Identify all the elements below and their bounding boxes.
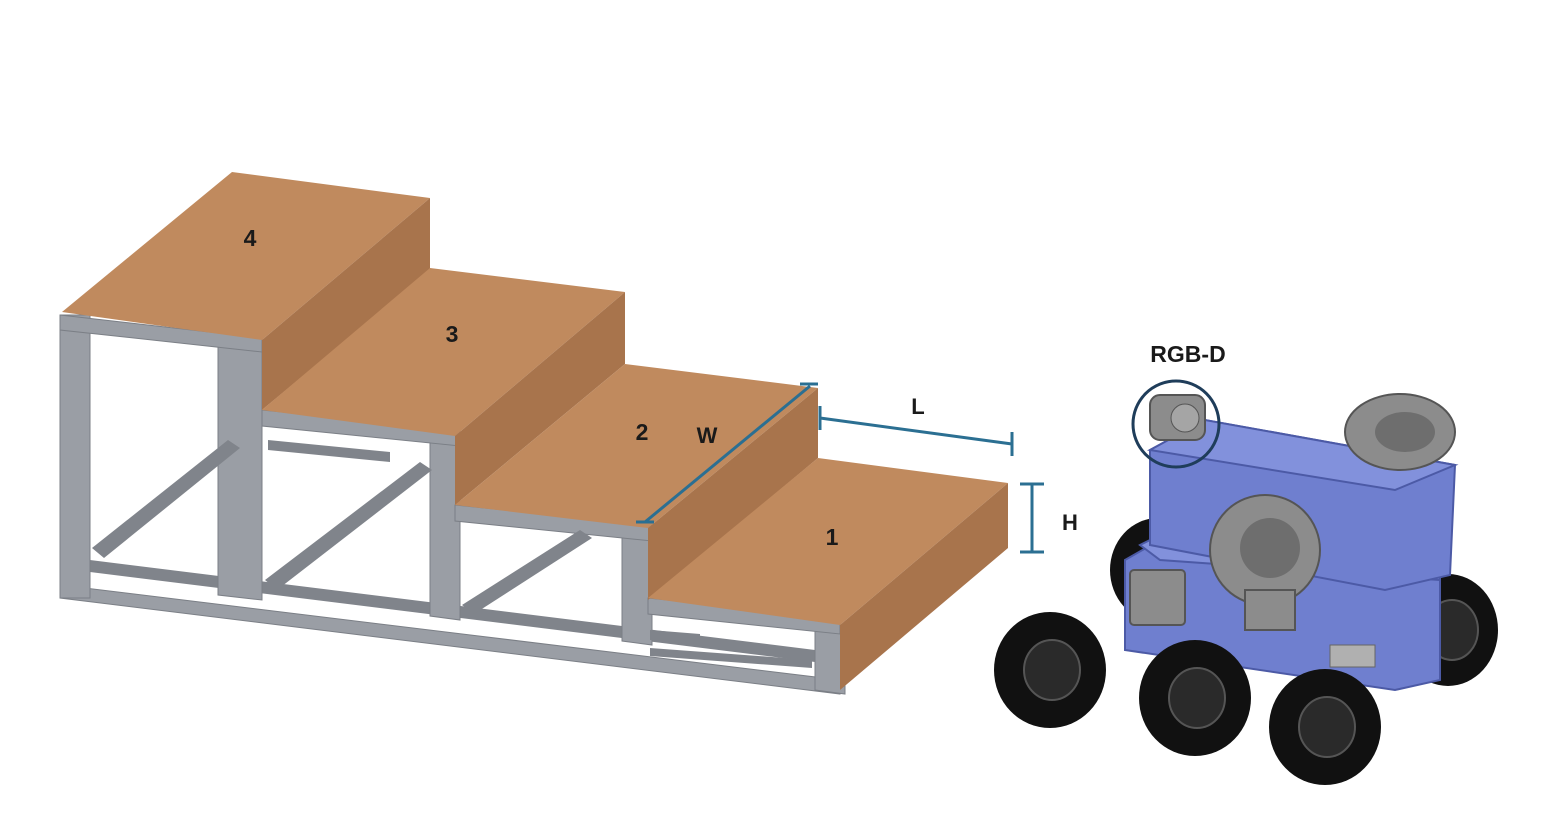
height-label: H	[1062, 510, 1078, 535]
camera-label: RGB-D	[1150, 341, 1225, 367]
staircase: 4 3 2 1	[59, 172, 1008, 695]
step-label-4: 4	[244, 225, 257, 251]
width-label: W	[697, 423, 718, 448]
step-label-1: 1	[826, 524, 839, 550]
step-1	[648, 458, 1008, 690]
length-dimension: L	[818, 394, 1014, 456]
front-arm-motor	[1209, 494, 1321, 631]
height-dimension: H	[1020, 482, 1078, 554]
rgbd-camera	[1149, 394, 1206, 441]
dimension-annotations: W L H	[636, 382, 1078, 554]
step-3	[262, 268, 625, 505]
length-label: L	[911, 394, 924, 419]
front-right-wheel	[1269, 669, 1381, 785]
rear-arm-motor	[1344, 393, 1456, 471]
steel-frame	[59, 314, 846, 695]
step-label-3: 3	[446, 321, 459, 347]
step-label-2: 2	[636, 419, 649, 445]
front-left-wheel	[994, 612, 1106, 728]
side-bracket	[1129, 569, 1376, 668]
robot: RGB-D	[994, 341, 1498, 785]
step-4	[62, 172, 430, 410]
step-2	[455, 364, 818, 600]
middle-wheel	[1139, 640, 1251, 756]
camera-highlight-circle	[1131, 379, 1221, 469]
width-dimension: W	[636, 382, 818, 524]
